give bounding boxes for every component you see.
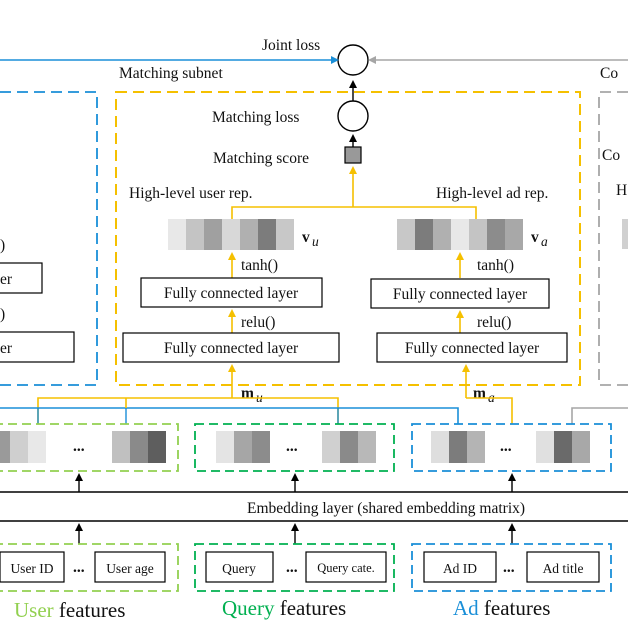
query-cate-box [305, 551, 387, 583]
right-subnet-h-cut: H [616, 182, 627, 199]
fc-user-top [140, 277, 323, 308]
user-id-label: User ID [10, 561, 53, 576]
fc-ad-bottom-label: Fully connected layer [405, 340, 540, 357]
left-subnet-collect-bracket [0, 407, 459, 424]
vu-vector [168, 219, 294, 250]
left-fc-box-top [0, 262, 43, 294]
ad-features-group [411, 543, 612, 592]
left-tanh-label: tanh() [241, 257, 278, 274]
matching-subnet-title: Matching subnet [119, 65, 223, 82]
right-tanh-label: tanh() [477, 257, 514, 274]
right-subnet-frame [598, 91, 628, 386]
user-embed-vector-1 [0, 431, 46, 463]
ad-features-suffix: features [479, 596, 551, 620]
user-word: User [14, 598, 54, 622]
joint-loss-node [337, 44, 369, 76]
right-relu-label: relu() [477, 314, 511, 331]
query-word: Query [222, 596, 275, 620]
ad-embed-vector-2 [536, 431, 590, 463]
matching-loss-node [337, 100, 369, 132]
query-features-suffix: features [274, 596, 346, 620]
ad-rep-label: High-level ad rep. [436, 185, 548, 202]
matching-subnet-frame [115, 91, 581, 386]
ad-title-label: Ad title [543, 561, 584, 576]
query-input-ellipsis: ... [286, 559, 298, 576]
query-label: Query [222, 561, 256, 576]
mu-symbol: m [241, 385, 254, 402]
mu-collect-bracket [37, 397, 339, 424]
matching-score-node [344, 146, 362, 164]
fc-ad-bottom [376, 332, 568, 363]
ad-features-caption: Ad features [453, 596, 550, 620]
query-features-caption: Query features [222, 596, 346, 620]
ma-symbol: m [473, 385, 486, 402]
ad-id-label: Ad ID [443, 561, 477, 576]
ad-title-box [526, 551, 600, 583]
query-embedding-group [194, 423, 395, 472]
ad-word: Ad [453, 596, 479, 620]
left-fc-bottom-label: er [0, 340, 13, 357]
right-embedding-cut [622, 219, 628, 249]
joint-loss-label: Joint loss [262, 37, 320, 54]
left-paren-bottom: ) [0, 306, 5, 323]
user-age-box [94, 551, 166, 583]
ma-collect-bracket [466, 397, 513, 424]
matching-loss-label: Matching loss [212, 109, 299, 126]
query-embed-vector-1 [216, 431, 270, 463]
vu-symbol: v [302, 229, 310, 246]
fc-user-bottom [122, 332, 340, 363]
query-embed-ellipsis: ... [286, 438, 298, 455]
user-embedding-group [0, 423, 179, 472]
user-rep-label: High-level user rep. [129, 185, 253, 202]
ad-input-ellipsis: ... [503, 559, 515, 576]
va-vector [397, 219, 523, 250]
user-id-box [0, 551, 65, 583]
va-subscript: a [541, 234, 548, 249]
right-subnet-label-cut: Co [602, 147, 620, 164]
fc-user-top-label: Fully connected layer [164, 285, 299, 302]
user-embed-vector-2 [112, 431, 166, 463]
va-symbol: v [531, 229, 539, 246]
vu-subscript: u [312, 234, 319, 249]
right-subnet-title-cut: Co [600, 65, 618, 82]
left-relu-label: relu() [241, 314, 275, 331]
left-fc-box-bottom [0, 331, 75, 363]
ad-embedding-group [411, 423, 612, 472]
query-cate-label: Query cate. [317, 561, 375, 575]
fc-user-bottom-label: Fully connected layer [164, 340, 299, 357]
left-subnet-frame [0, 91, 98, 386]
left-fc-top-label: er [0, 271, 13, 288]
query-embed-vector-2 [322, 431, 376, 463]
query-box [205, 551, 274, 583]
rep-merge-line [231, 206, 477, 219]
right-subnet-collect-bracket [571, 407, 628, 424]
fc-ad-top-label: Fully connected layer [393, 286, 528, 303]
query-features-group [194, 543, 395, 592]
user-features-group [0, 543, 179, 592]
user-features-caption: User features [14, 598, 125, 622]
fc-ad-top [370, 278, 550, 309]
ad-embed-vector-1 [431, 431, 485, 463]
user-embed-ellipsis: ... [73, 438, 85, 455]
embedding-layer-label: Embedding layer (shared embedding matrix… [247, 500, 525, 517]
ad-id-box [423, 551, 497, 583]
matching-score-label: Matching score [213, 150, 309, 167]
ad-embed-ellipsis: ... [500, 438, 512, 455]
user-age-label: User age [106, 561, 154, 576]
user-input-ellipsis: ... [73, 559, 85, 576]
left-paren-top: ) [0, 237, 5, 254]
user-features-suffix: features [54, 598, 126, 622]
